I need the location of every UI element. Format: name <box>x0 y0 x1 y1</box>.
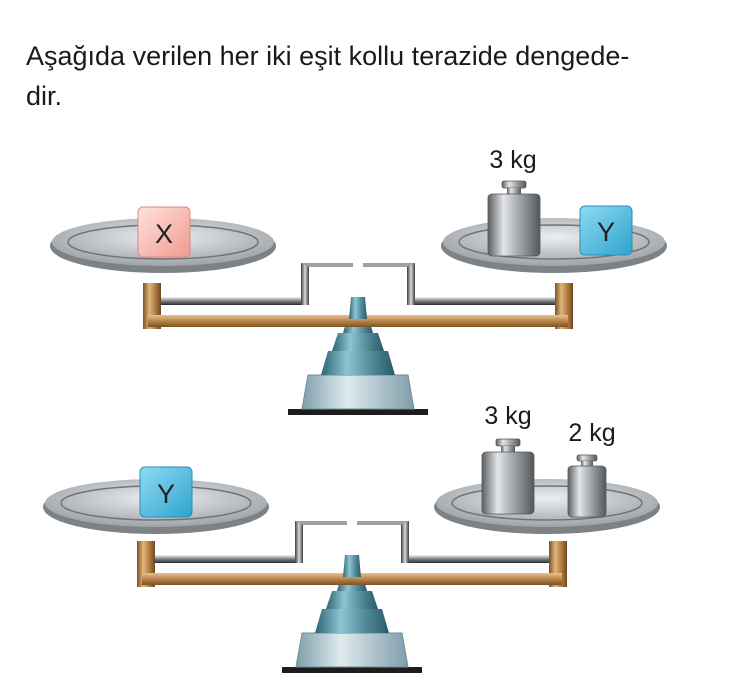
scale-2-frame <box>136 520 568 674</box>
scale-2-weight-2kg <box>567 454 607 518</box>
scale-1-box-x: X <box>137 206 191 258</box>
question-line-2: dir. <box>26 81 63 111</box>
scale-2-box-y: Y <box>139 466 193 518</box>
scale-1-box-y: Y <box>579 205 633 256</box>
scale-2-weight-2kg-label: 2 kg <box>568 419 615 447</box>
scale-2-right-pan <box>433 478 661 535</box>
question-line-1: Aşağıda verilen her iki eşit kollu teraz… <box>26 41 630 71</box>
scale-2-weight-3kg-label: 3 kg <box>484 402 531 430</box>
scale-1-right-pan <box>440 217 668 274</box>
question-text: Aşağıda verilen her iki eşit kollu teraz… <box>26 36 716 116</box>
scale-2-box-y-label: Y <box>157 479 175 509</box>
scale-2-weight-3kg <box>481 438 535 515</box>
scale-1-weight-3kg <box>487 180 541 257</box>
scale-1-weight-3kg-label: 3 kg <box>489 146 536 174</box>
scale-1-box-y-label: Y <box>597 217 615 247</box>
scale-2: Y 3 kg 2 kg <box>42 402 661 674</box>
scale-1-box-x-label: X <box>155 219 173 249</box>
scale-1: X 3 kg Y <box>49 146 668 416</box>
scale-1-frame <box>142 262 574 416</box>
